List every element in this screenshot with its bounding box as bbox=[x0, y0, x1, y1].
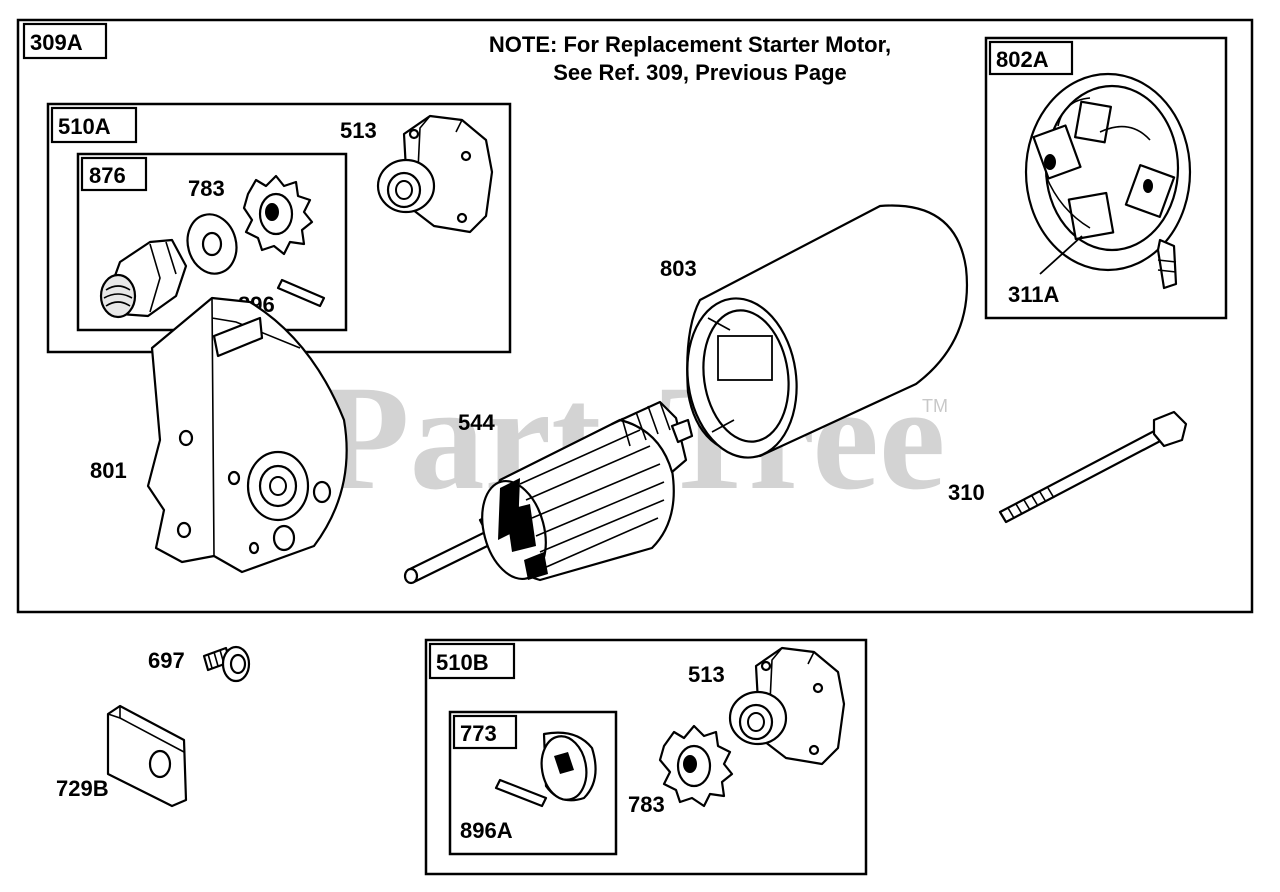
group-876-tag: 876 bbox=[89, 163, 126, 188]
end-plate-part bbox=[146, 296, 348, 574]
pinion-gear-part-a bbox=[242, 174, 314, 256]
screw-part bbox=[202, 645, 251, 683]
watermark-trademark: TM bbox=[922, 396, 948, 416]
armature-part bbox=[403, 400, 694, 585]
callout-896A: 896A bbox=[460, 818, 513, 843]
brush-holder-part bbox=[1024, 72, 1192, 290]
callout-311A: 311A bbox=[1008, 282, 1059, 307]
callout-801: 801 bbox=[90, 458, 127, 483]
callout-803: 803 bbox=[660, 256, 697, 281]
pin-part-b bbox=[494, 778, 548, 808]
replacement-note: NOTE: For Replacement Starter Motor, See… bbox=[489, 32, 891, 85]
bracket-part bbox=[106, 704, 188, 808]
drive-end-cap-part-b bbox=[728, 646, 846, 766]
group-510B: 510B bbox=[424, 638, 868, 876]
washer-part bbox=[186, 213, 238, 275]
callout-697: 697 bbox=[148, 648, 185, 673]
pin-part bbox=[276, 278, 326, 308]
callout-544: 544 bbox=[458, 410, 495, 435]
note-line-2: See Ref. 309, Previous Page bbox=[553, 60, 847, 85]
group-773-tag: 773 bbox=[460, 721, 497, 746]
pinion-gear-part-b bbox=[658, 724, 734, 808]
group-802A-tag: 802A bbox=[996, 47, 1049, 72]
callout-729B: 729B bbox=[56, 776, 109, 801]
group-510A: 510A bbox=[46, 102, 512, 354]
callout-513-a: 513 bbox=[340, 118, 377, 143]
field-frame-part bbox=[686, 204, 968, 459]
group-309A: 309A bbox=[16, 18, 1254, 614]
clutch-assembly-part bbox=[99, 238, 188, 319]
group-802A: 802A bbox=[984, 36, 1228, 320]
callout-513-b: 513 bbox=[688, 662, 725, 687]
drive-end-cap-part-a bbox=[376, 114, 494, 234]
note-line-1: NOTE: For Replacement Starter Motor, bbox=[489, 32, 891, 57]
group-510B-tag: 510B bbox=[436, 650, 489, 675]
leader-311A bbox=[1039, 235, 1083, 275]
group-773: 773 bbox=[448, 710, 618, 856]
callout-783-b: 783 bbox=[628, 792, 665, 817]
callout-310: 310 bbox=[948, 480, 985, 505]
callout-783-a: 783 bbox=[188, 176, 225, 201]
group-309A-tag: 309A bbox=[30, 30, 83, 55]
through-bolt-part bbox=[998, 410, 1188, 524]
drive-nut-part bbox=[540, 731, 597, 802]
group-510A-tag: 510A bbox=[58, 114, 111, 139]
